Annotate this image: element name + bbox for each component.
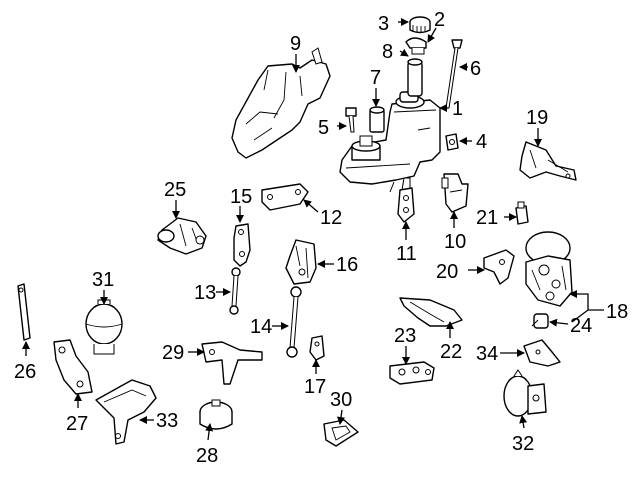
part-29-bracket	[201, 341, 263, 385]
callout-25: 25	[164, 179, 186, 201]
callout-29: 29	[162, 342, 184, 364]
callout-26: 26	[14, 361, 36, 383]
part-34-bracket	[523, 339, 561, 367]
callout-11: 11	[396, 243, 417, 265]
callout-7: 7	[370, 67, 381, 89]
part-16-bracket	[285, 239, 317, 285]
part-20-bracket	[483, 249, 515, 285]
callout-3: 3	[378, 13, 389, 35]
part-21-fitting	[515, 201, 529, 225]
callout-34: 34	[476, 343, 498, 365]
part-27-bracket	[53, 339, 93, 395]
callout-10: 10	[444, 231, 466, 253]
callout-6: 6	[470, 58, 481, 80]
part-17-bracket	[309, 335, 325, 361]
part-8-strainer	[407, 58, 423, 97]
part-10-sensor	[441, 173, 469, 213]
callout-14: 14	[250, 316, 272, 338]
callout-33: 33	[156, 410, 178, 432]
part-12-bracket	[261, 183, 309, 211]
part-13-link	[229, 267, 241, 315]
callout-1: 1	[452, 98, 463, 120]
callout-20: 20	[436, 261, 458, 283]
part-5-bolt	[345, 107, 357, 133]
callout-21: 21	[476, 207, 498, 229]
callout-19: 19	[526, 107, 548, 129]
part-9-shroud	[231, 47, 331, 159]
callout-22: 22	[440, 341, 462, 363]
callout-27: 27	[66, 413, 88, 435]
part-22-shield	[399, 297, 463, 327]
part-26-strap	[17, 283, 31, 341]
callout-32: 32	[512, 433, 534, 455]
callout-31: 31	[92, 269, 114, 291]
callout-8: 8	[382, 41, 393, 63]
part-2-neck	[405, 37, 427, 55]
callout-18: 18	[606, 301, 628, 323]
part-24-valve	[531, 313, 549, 329]
part-25-pump	[157, 217, 207, 255]
part-33-bracket	[95, 379, 157, 445]
callout-12: 12	[320, 207, 342, 229]
part-1-reservoir	[339, 91, 441, 193]
leader-lines	[22, 18, 604, 441]
callout-30: 30	[330, 389, 352, 411]
callout-9: 9	[290, 33, 301, 55]
part-15-bracket	[233, 223, 251, 267]
part-18-unit	[525, 231, 573, 307]
part-3-cap	[409, 16, 431, 34]
callout-16: 16	[336, 254, 358, 276]
part-11-valve	[397, 187, 415, 223]
callout-24: 24	[570, 315, 592, 337]
part-31-sphere	[85, 299, 123, 355]
part-30-plate	[323, 419, 359, 447]
part-7-filter	[369, 106, 385, 133]
part-23-block	[389, 361, 435, 385]
callout-23: 23	[394, 325, 416, 347]
part-14-link	[286, 286, 302, 358]
callout-5: 5	[318, 117, 329, 139]
callout-4: 4	[476, 131, 487, 153]
part-19-bracket	[519, 141, 577, 181]
callout-28: 28	[196, 445, 218, 467]
part-6-dipstick	[445, 39, 463, 109]
callout-13: 13	[194, 282, 216, 304]
callout-15: 15	[230, 186, 252, 208]
part-32-accumulator	[503, 369, 547, 417]
part-28-mount	[199, 399, 233, 430]
callout-17: 17	[304, 376, 326, 398]
part-4-clip	[445, 133, 459, 151]
callout-2: 2	[434, 9, 445, 31]
callout-labels: 1 2 3 4 5 6 7 8 9 10 11 12 13 14 15 16 1…	[14, 9, 628, 467]
